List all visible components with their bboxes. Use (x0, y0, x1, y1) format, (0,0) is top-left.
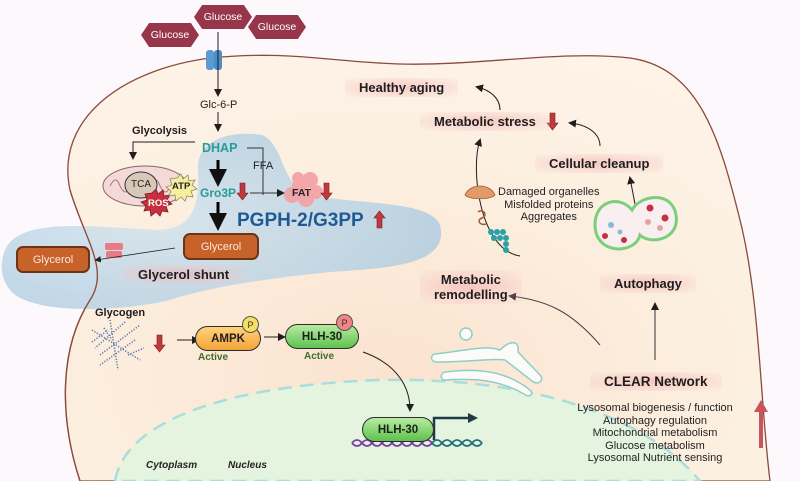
fat-down-arrow-icon (320, 182, 333, 201)
fat-droplet-icon (284, 172, 323, 207)
clear-target-item: Lysosomal biogenesis / function (577, 402, 733, 414)
clear-network-targets: Lysosomal biogenesis / function Autophag… (575, 402, 735, 465)
damaged-components-list: Damaged organelles Misfolded proteins Ag… (498, 186, 600, 224)
damaged-item: Damaged organelles (498, 186, 600, 198)
glycogen-icon (91, 319, 145, 371)
damaged-item: Aggregates (520, 211, 577, 223)
gro3p-label: Gro3P (200, 186, 237, 200)
hlh30-phospho-icon: P (336, 314, 353, 331)
clear-target-item: Lysosomal Nutrient sensing (587, 452, 723, 464)
clear-target-item: Mitochondrial metabolism (592, 427, 718, 439)
gro3p-down-arrow-icon (236, 182, 249, 201)
clear-target-item: Glucose metabolism (605, 439, 705, 452)
ros-burst-icon (140, 188, 173, 217)
glycerol-intracellular: Glycerol (183, 233, 259, 260)
glycerol-shunt-label: Glycerol shunt (124, 265, 244, 284)
autophagosome-icon (593, 196, 678, 251)
nuclear-hlh30-protein: HLH-30 (362, 417, 434, 442)
clear-network-up-arrow-icon (754, 400, 768, 448)
clear-target-item: Autophagy regulation (603, 414, 707, 427)
metabolic-remodelling-line: remodelling (434, 287, 508, 302)
damaged-item: Misfolded proteins (504, 198, 594, 211)
enzyme-up-arrow-icon (373, 210, 386, 229)
glucose-molecule: Glucose (248, 15, 306, 39)
membrane-left-edge (64, 189, 99, 481)
autophagy-label: Autophagy (600, 274, 696, 293)
ampk-state-label: Active (198, 352, 229, 363)
clear-network-label: CLEAR Network (590, 372, 722, 391)
glucose-molecule: Glucose (141, 23, 199, 47)
glucose-transporter-icon (206, 50, 222, 70)
atp-burst-icon (165, 173, 198, 202)
aggregates-icon (488, 229, 509, 253)
dhap-label: DHAP (202, 141, 238, 155)
pgph2-g3pp-enzyme-label: PGPH-2/G3PP (237, 210, 364, 231)
ros-label: ROS (148, 198, 169, 209)
ampk-protein: AMPK (195, 326, 261, 351)
metabolic-remodelling-line: Metabolic (440, 272, 501, 287)
damaged-mitochondrion-icon (464, 185, 496, 200)
endoplasmic-reticulum-icon (430, 327, 543, 397)
glucose-molecule: Glucose (194, 5, 252, 29)
hlh30-state-label: Active (304, 351, 335, 362)
glycogen-label: Glycogen (95, 307, 146, 319)
glycerol-channel-icon (105, 243, 123, 258)
glc6p-label: Glc-6-P (200, 99, 238, 111)
healthy-aging-label: Healthy aging (345, 78, 459, 97)
ffa-label: FFA (253, 160, 274, 172)
glycerol-extracellular: Glycerol (16, 246, 90, 273)
fat-label: FAT (292, 187, 312, 199)
transcription-arrow-icon (432, 416, 470, 440)
misfolded-protein-icon (477, 210, 487, 226)
tca-label: TCA (131, 179, 151, 190)
atp-label: ATP (172, 181, 191, 192)
metabolic-remodelling-label: Metabolic remodelling (420, 270, 522, 304)
nucleus-label: Nucleus (228, 460, 267, 471)
glycogen-down-arrow-icon (153, 334, 166, 353)
metabolic-stress-label: Metabolic stress (420, 112, 550, 131)
ampk-phospho-icon: P (242, 316, 259, 333)
glycolysis-label: Glycolysis (132, 125, 188, 137)
cellular-cleanup-label: Cellular cleanup (535, 154, 664, 173)
cytoplasm-label: Cytoplasm (146, 460, 198, 471)
